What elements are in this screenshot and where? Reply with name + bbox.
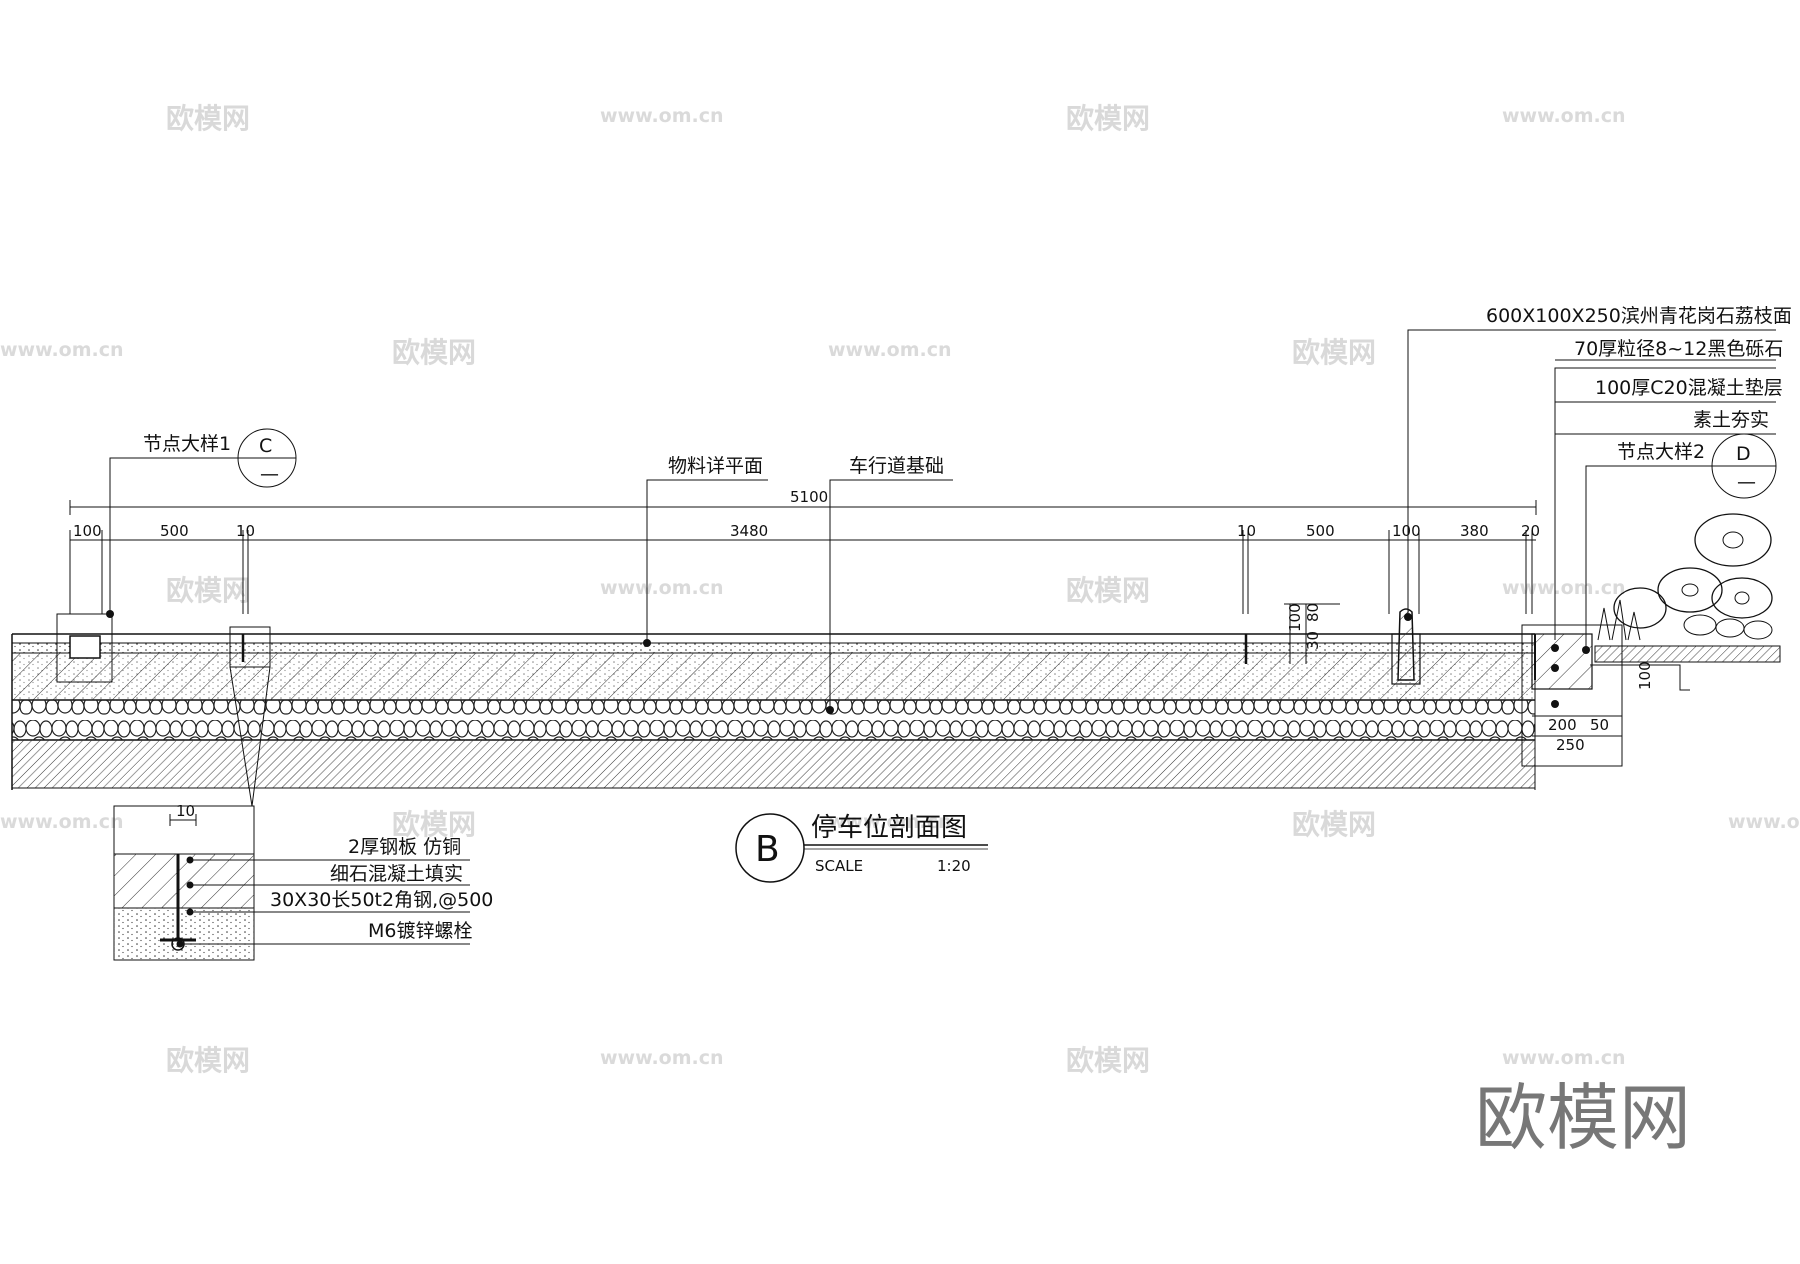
- dim-value: 3480: [730, 522, 768, 540]
- material-label: 物料详平面: [668, 455, 763, 477]
- scale-value: 1:20: [937, 857, 971, 875]
- detail-label-right: 节点大样2: [1617, 441, 1705, 463]
- callout-soil: 素土夯实: [1693, 409, 1769, 431]
- scale-label: SCALE: [815, 857, 863, 875]
- watermark: 欧模网: [392, 336, 476, 369]
- leader-dots: [106, 610, 1590, 714]
- detail-mark-right: D: [1736, 443, 1751, 465]
- dim-value: 100: [73, 522, 102, 540]
- watermark-url: www.om.cn: [828, 811, 952, 833]
- logo-text: 欧模网: [1475, 1076, 1691, 1160]
- dim-value: 500: [1306, 522, 1335, 540]
- watermark: 欧模网: [166, 102, 250, 135]
- dim-vertical: 100: [1286, 603, 1304, 632]
- inset-callout-plate: 2厚钢板 仿铜: [348, 836, 461, 858]
- dim-side: 100: [1636, 661, 1654, 690]
- watermark: 欧模网: [1066, 574, 1150, 607]
- watermark-url: www.om.cn: [828, 339, 952, 361]
- base-label: 车行道基础: [849, 455, 944, 477]
- watermark-url: www.om.cn: [1728, 811, 1800, 833]
- dimension-lines: [69, 500, 1622, 737]
- watermark: 欧模网: [1292, 808, 1376, 841]
- watermark: 欧模网: [1292, 336, 1376, 369]
- dim-vertical: 30: [1304, 631, 1322, 650]
- inset-labels: 10 2厚钢板 仿铜 细石混凝土填实 30X30长50t2角钢,@500 M6镀…: [176, 802, 493, 942]
- callout-gravel: 70厚粒径8~12黑色砾石: [1574, 338, 1783, 360]
- callout-stone: 600X100X250滨州青花岗石荔枝面: [1486, 305, 1792, 327]
- inset-dots: [176, 856, 194, 948]
- dimension-values: 5100 100 500 10 3480 10 500 100 380 20 1…: [73, 488, 1654, 754]
- watermark: 欧模网: [166, 574, 250, 607]
- inset-callout-fill: 细石混凝土填实: [330, 863, 463, 885]
- dim-bottom: 200: [1548, 716, 1577, 734]
- dim-bottom: 50: [1590, 716, 1609, 734]
- watermark-url: www.om.cn: [600, 1047, 724, 1069]
- dim-value: 10: [1237, 522, 1256, 540]
- dim-total: 5100: [790, 488, 828, 506]
- inset-dim: 10: [176, 802, 195, 820]
- watermark-url: www.om.cn: [1502, 577, 1626, 599]
- dim-value: 20: [1521, 522, 1540, 540]
- callout-concrete: 100厚C20混凝土垫层: [1595, 377, 1783, 399]
- dim-value: 500: [160, 522, 189, 540]
- inset-callout-bolt: M6镀锌螺栓: [368, 920, 472, 942]
- watermark-url: www.om.cn: [1502, 105, 1626, 127]
- dim-vertical: 80: [1304, 603, 1322, 622]
- inset-detail: [113, 666, 470, 961]
- left-edge-detail: [56, 613, 1248, 683]
- section-mark: B: [755, 829, 780, 870]
- watermark: 欧模网: [166, 1044, 250, 1077]
- watermark-url: www.om.cn: [0, 339, 124, 361]
- leader-lines: [109, 329, 1777, 710]
- watermark-url: www.om.cn: [600, 105, 724, 127]
- watermark: 欧模网: [392, 808, 476, 841]
- watermark-url: www.om.cn: [600, 577, 724, 599]
- watermark: 欧模网: [1066, 1044, 1150, 1077]
- dim-value: 100: [1392, 522, 1421, 540]
- watermark: 欧模网: [1066, 102, 1150, 135]
- inset-callout-angle: 30X30长50t2角钢,@500: [270, 889, 493, 911]
- dim-value: 10: [236, 522, 255, 540]
- watermark-url: www.om.cn: [1502, 1047, 1626, 1069]
- planting-area: [1590, 513, 1781, 691]
- detail-label-left: 节点大样1: [143, 433, 231, 455]
- watermark-url: www.om.cn: [0, 811, 124, 833]
- title-block: B 停车位剖面图 SCALE 1:20: [735, 813, 988, 883]
- section-title: 停车位剖面图: [811, 813, 967, 843]
- labels: 节点大样1 C — 物料详平面 车行道基础 600X100X250滨州青花岗石荔…: [143, 305, 1792, 493]
- section-layers: [11, 633, 1536, 790]
- detail-sub-right: —: [1737, 471, 1756, 493]
- dim-bottom: 250: [1556, 736, 1585, 754]
- watermark-layer: 欧模网 www.om.cn 欧模网 www.om.cn www.om.cn 欧模…: [0, 102, 1800, 1077]
- detail-sub-left: —: [260, 463, 279, 485]
- detail-mark-left: C: [259, 435, 272, 457]
- dim-value: 380: [1460, 522, 1489, 540]
